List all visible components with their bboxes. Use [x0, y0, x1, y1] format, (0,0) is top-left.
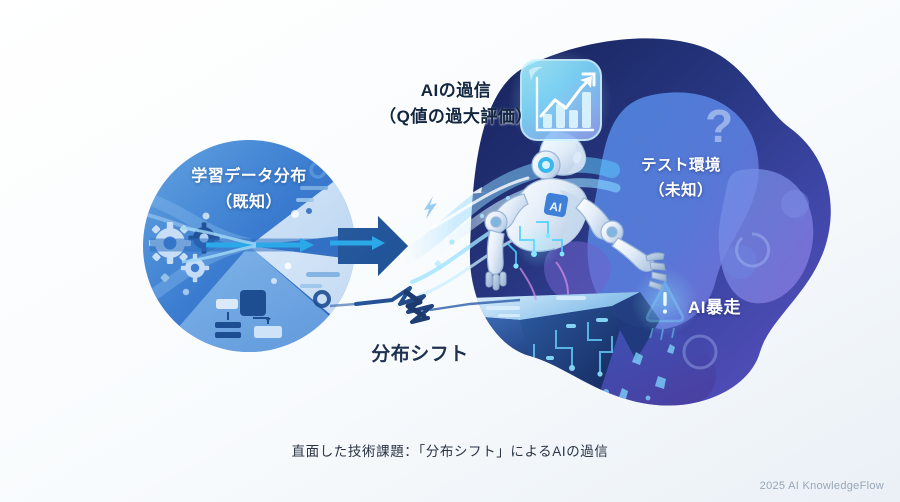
warning-triangle-icon — [631, 268, 699, 341]
ai-chest-badge: AI — [543, 192, 569, 218]
watermark: 2025 AI KnowledgeFlow — [759, 480, 884, 492]
label-training-distribution-line2: （既知） — [215, 194, 283, 211]
bar-chart-growth-icon — [508, 48, 612, 152]
svg-text:?: ? — [705, 100, 733, 152]
label-test-environment-line1: テスト環境 — [640, 157, 722, 174]
label-ai-runaway: AI暴走 — [688, 298, 741, 317]
label-test-environment-line2: （未知） — [648, 182, 714, 199]
label-training-distribution: 学習データ分布 （既知） — [191, 164, 307, 216]
label-ai-overconfidence: AIの過信 （Q値の過大評価） — [379, 78, 533, 130]
flowchart-icon — [215, 290, 282, 338]
svg-text:AI: AI — [549, 199, 563, 215]
label-ai-overconfidence-line2: （Q値の過大評価） — [379, 107, 533, 126]
lightning-crack-icon — [329, 286, 521, 324]
inner-flow-arrow — [150, 226, 355, 264]
label-ai-overconfidence-line1: AIの過信 — [420, 81, 492, 100]
label-training-distribution-line1: 学習データ分布 — [191, 168, 307, 185]
right-arrow-icon — [330, 216, 408, 276]
question-mark-icon: ? — [705, 100, 733, 152]
figure-caption: 直面した技術課題：「分布シフト」によるAIの過信 — [291, 444, 609, 459]
label-distribution-shift: 分布シフト — [371, 344, 469, 365]
data-stream-icon — [160, 161, 340, 308]
label-test-environment: テスト環境 （未知） — [641, 153, 721, 203]
